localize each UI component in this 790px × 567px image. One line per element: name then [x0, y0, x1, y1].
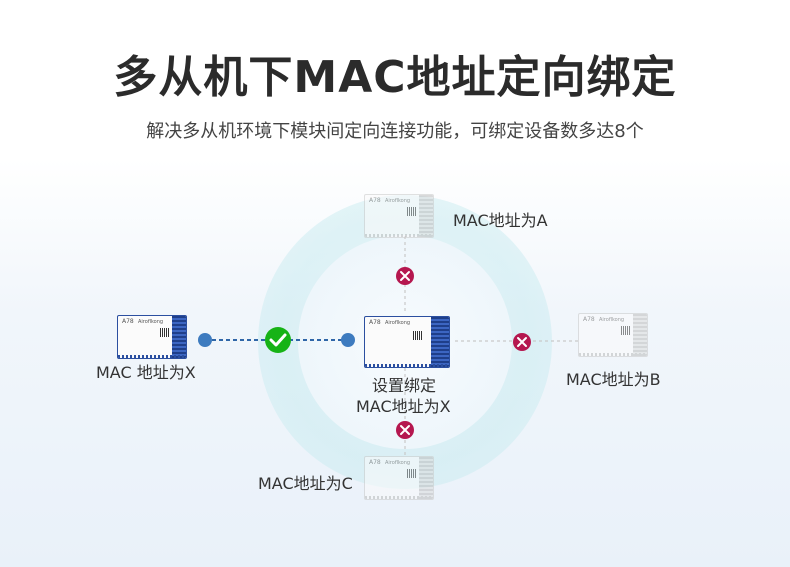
- qr-code-icon: [407, 469, 416, 478]
- module-brand-text: Airoflkong: [385, 198, 411, 204]
- qr-code-icon: [160, 328, 169, 337]
- pcb-antenna: [419, 195, 433, 237]
- x-circle-icon-right: [513, 333, 531, 351]
- module-right-b: A78 Airoflkong: [578, 313, 648, 357]
- center-endpoint-dot: [341, 333, 355, 347]
- pcb-antenna: [172, 316, 186, 358]
- label-bottom-c: MAC地址为C: [258, 474, 353, 493]
- module-brand-text: Airoflkong: [138, 319, 164, 325]
- pcb-antenna: [419, 457, 433, 499]
- qr-code-icon: [621, 326, 630, 335]
- x-circle-icon-bottom: [396, 421, 414, 439]
- module-model-text: A78: [122, 318, 134, 325]
- check-circle-icon: [265, 327, 291, 353]
- label-center-line1: 设置绑定: [372, 376, 437, 395]
- pcb-antenna: [431, 317, 449, 367]
- module-left-x: A78 Airoflkong: [117, 315, 187, 359]
- module-model-text: A78: [583, 316, 595, 323]
- pcb-antenna: [633, 314, 647, 356]
- page-subtitle: 解决多从机环境下模块间定向连接功能，可绑定设备数多达8个: [146, 121, 644, 142]
- label-right-b: MAC地址为B: [566, 370, 661, 389]
- module-model-text: A78: [369, 459, 381, 466]
- module-brand-text: Airoflkong: [385, 320, 411, 326]
- qr-code-icon: [407, 207, 416, 216]
- module-brand-text: Airoflkong: [385, 460, 411, 466]
- qr-code-icon: [413, 331, 422, 340]
- label-left-x: MAC 地址为X: [96, 363, 196, 382]
- module-model-text: A78: [369, 197, 381, 204]
- module-model-text: A78: [369, 319, 381, 326]
- module-bottom-c: A78 Airoflkong: [364, 456, 434, 500]
- module-brand-text: Airoflkong: [599, 317, 625, 323]
- x-circle-icon-top: [396, 267, 414, 285]
- label-center-line2: MAC地址为X: [356, 397, 451, 416]
- page-title: 多从机下MAC地址定向绑定: [113, 52, 677, 103]
- left-endpoint-dot: [198, 333, 212, 347]
- label-top-a: MAC地址为A: [453, 211, 548, 230]
- module-center: A78 Airoflkong: [364, 316, 450, 368]
- module-top-a: A78 Airoflkong: [364, 194, 434, 238]
